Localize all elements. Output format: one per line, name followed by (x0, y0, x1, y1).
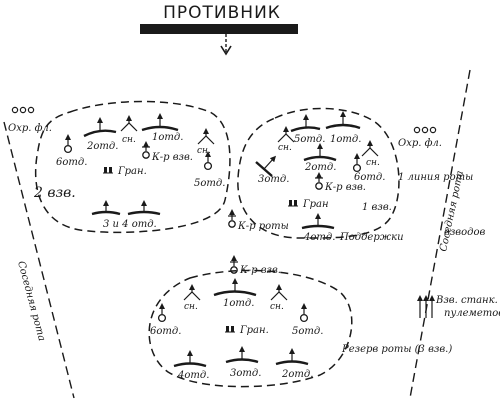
mg-legend-line2: пулеметов (444, 308, 500, 319)
platoons-word: взводов (444, 227, 485, 238)
left-commander-icon (142, 141, 150, 159)
reserve-section-5: 5отд. (292, 326, 323, 337)
reserve-section-6-mark (157, 303, 167, 323)
right-sn-2: сн. (366, 158, 380, 168)
right-section-6: 6отд. (354, 172, 385, 183)
mg-legend-line1: Взв. станк. (435, 295, 498, 306)
reserve-section-6: 6отд. (150, 326, 181, 337)
left-section-6-mark (63, 134, 73, 154)
enemy-direction-arrow-icon (220, 45, 232, 56)
left-sn-2: сн. (197, 146, 211, 156)
reserve-section-5-mark (299, 303, 309, 323)
left-grenadiers-label: Гран. (117, 166, 147, 177)
right-section-6-mark (352, 153, 362, 173)
group-reserve-outline (148, 269, 353, 388)
group-right: сн. 5отд. 1отд. сн. 2отд. 3отд. 6отд. (237, 107, 400, 243)
reserve-sn-1: сн. (184, 302, 198, 312)
reserve-section-4: 4отд. (177, 370, 209, 381)
reserve-grenadiers-icon (225, 326, 235, 333)
company-commander-label: К-р роты (237, 221, 289, 232)
enemy-line-bar (140, 24, 298, 34)
platoon-1-label: 1 взв. (362, 202, 392, 213)
reserve-sn-2: сн. (270, 302, 284, 312)
group-left-outline (34, 100, 231, 234)
reserve-commander-label: К-р взв. (239, 265, 281, 276)
left-section-2: 2отд. (86, 141, 118, 152)
right-section-4: 4отд. (303, 232, 335, 243)
reserve-section-1: 1отд. (223, 298, 254, 309)
left-sn-1: сн. (122, 135, 136, 145)
first-line-label: 1 линия роты (398, 172, 473, 183)
left-neighbor-boundary (3, 121, 75, 399)
left-section-1: 1отд. (152, 132, 183, 143)
right-grenadiers-icon (288, 200, 298, 207)
company-reserve-label: Резерв роты (3 взв.) (341, 344, 452, 355)
enemy-label: ПРОТИВНИК (163, 3, 281, 23)
company-commander-icon (228, 209, 236, 228)
left-section-6: 6отд. (56, 157, 87, 168)
left-grenadiers-icon (103, 167, 113, 174)
reserve-grenadiers-label: Гран. (239, 325, 269, 336)
right-flank-guard-label: Охр. фл. (398, 138, 442, 149)
left-flank-guard-icon (11, 106, 35, 114)
right-grenadiers-label: Гран (302, 199, 329, 210)
right-section-5: 5отд. (294, 134, 325, 145)
group-right-outline (237, 107, 400, 239)
left-section-5: 5отд. (194, 178, 225, 189)
group-left: 2отд. сн. 1отд. сн. 6отд. 5отд. К-р взв. (34, 100, 231, 234)
reserve-commander-icon (230, 255, 238, 274)
reserve-section-3: 3отд. (230, 368, 261, 379)
mg-platoon-icon (417, 295, 435, 318)
left-section-5-mark (203, 151, 213, 171)
right-section-2: 2отд. (304, 162, 336, 173)
right-commander-icon (315, 172, 323, 190)
left-commander-label: К-р взв. (151, 152, 193, 163)
platoon-2-label: 2 взв. (33, 185, 76, 201)
group-reserve: К-р взв. сн. 1отд. сн. 6отд. 5отд. Гран. (148, 255, 353, 388)
right-sn-1: сн. (278, 143, 292, 153)
right-flank-guard-icon (413, 126, 437, 134)
right-section-1: 1отд. (330, 134, 361, 145)
support-label: Поддержки (339, 232, 404, 243)
left-section-3-4: 3 и 4 отд. (103, 219, 157, 230)
left-flank-guard-label: Охр. фл. (8, 123, 52, 134)
right-section-3: 3отд. (258, 174, 289, 185)
enemy-header: ПРОТИВНИК (140, 3, 298, 56)
reserve-section-2: 2отд. (281, 369, 313, 380)
right-commander-label: К-р взв. (324, 182, 366, 193)
